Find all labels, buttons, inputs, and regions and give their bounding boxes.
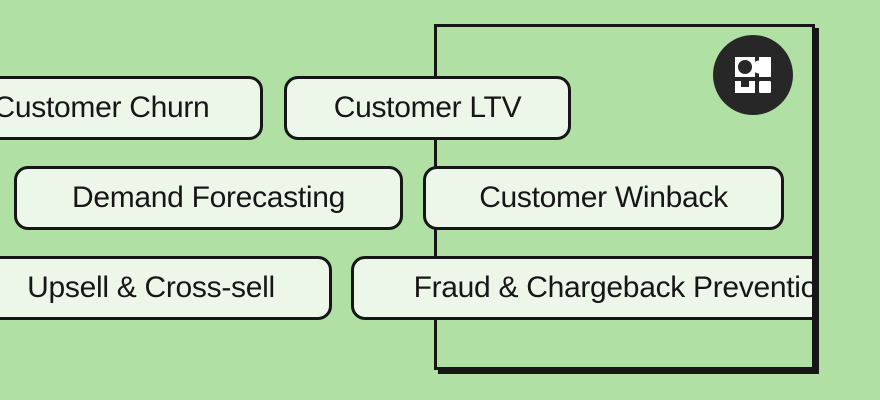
tag-customer-churn[interactable]: Customer Churn: [0, 76, 263, 140]
logo-badge: [713, 35, 793, 115]
tag-label: Customer Winback: [479, 181, 728, 214]
tag-customer-ltv[interactable]: Customer LTV: [284, 76, 571, 140]
tag-label: Upsell & Cross-sell: [27, 271, 275, 304]
tag-label: Customer Churn: [0, 91, 210, 124]
tag-label: Fraud & Chargeback Prevention: [413, 271, 812, 304]
tag-demand-forecasting[interactable]: Demand Forecasting: [14, 166, 403, 230]
tag-upsell-cross-sell[interactable]: Upsell & Cross-sell: [0, 256, 332, 320]
tag-label: Demand Forecasting: [71, 181, 346, 214]
tag-customer-winback[interactable]: Customer Winback: [423, 166, 784, 230]
tag-label: Customer LTV: [333, 91, 522, 124]
tag-fraud-clip-region: Fraud & Chargeback Prevention: [351, 256, 812, 320]
abstract-grid-monogram-icon: [735, 57, 771, 93]
tag-fraud-chargeback-prevention[interactable]: Fraud & Chargeback Prevention: [351, 256, 812, 320]
